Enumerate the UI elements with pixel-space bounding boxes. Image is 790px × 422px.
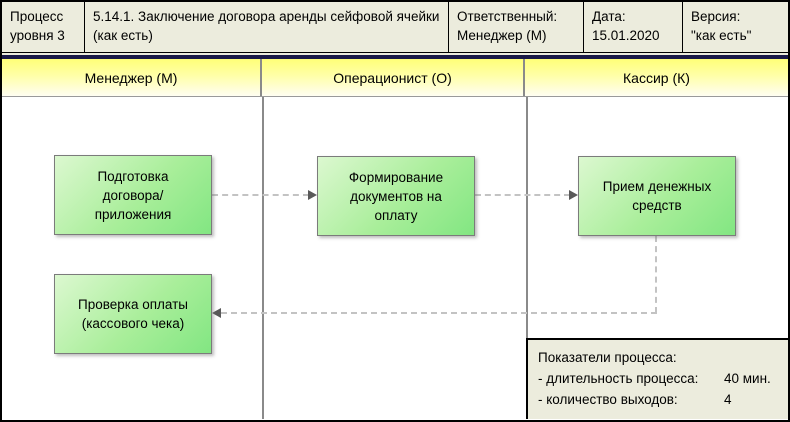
- process-node-payment-documents[interactable]: Формирование документов на оплату: [317, 156, 475, 236]
- connector-node3-node4-vertical: [655, 236, 657, 313]
- lane-divider: [526, 97, 528, 419]
- version-cell: Версия: "как есть": [683, 2, 788, 52]
- indicator-value: 40 мин.: [724, 371, 771, 386]
- version-value: "как есть": [691, 28, 752, 43]
- process-node-label: Формирование документов на оплату: [348, 169, 444, 223]
- swimlane-header-manager: Менеджер (М): [2, 59, 262, 96]
- swimlane-body: Подготовка договора/ приложения Формиров…: [2, 97, 788, 419]
- connector-node1-node2: [212, 194, 309, 196]
- separator-light: [2, 53, 788, 55]
- process-title: 5.14.1. Заключение договора аренды сейфо…: [93, 9, 440, 43]
- date-value: 15.01.2020: [592, 28, 660, 43]
- indicator-label: - длительность процесса:: [538, 371, 699, 386]
- separator-bar: [2, 55, 788, 59]
- responsible-value: Менеджер (М): [457, 28, 547, 43]
- title-block: Процесс уровня 3 5.14.1. Заключение дого…: [2, 2, 788, 53]
- process-node-label: Проверка оплаты (кассового чека): [77, 297, 188, 331]
- indicator-row-outputs: - количество выходов: 4: [538, 389, 778, 410]
- swimlane-header-cashier: Кассир (К): [525, 59, 788, 96]
- arrowhead-right-icon: [569, 190, 578, 200]
- swimlane-label: Операционист (О): [333, 69, 452, 86]
- process-indicators-panel: Показатели процесса: - длительность проц…: [526, 338, 788, 419]
- indicator-label: - количество выходов:: [538, 392, 678, 407]
- responsible-label: Ответственный:: [457, 9, 558, 24]
- process-level-label: Процесс уровня 3: [10, 9, 65, 43]
- process-node-payment-verification[interactable]: Проверка оплаты (кассового чека): [54, 274, 212, 354]
- arrowhead-left-icon: [212, 308, 221, 318]
- process-node-cash-acceptance[interactable]: Прием денежных средств: [578, 156, 736, 236]
- swimlane-label: Кассир (К): [623, 69, 690, 86]
- process-node-label: Подготовка договора/ приложения: [94, 168, 172, 222]
- swimlane-header-row: Менеджер (М) Операционист (О) Кассир (К): [2, 59, 788, 97]
- indicator-row-duration: - длительность процесса: 40 мин.: [538, 368, 778, 389]
- version-label: Версия:: [691, 9, 741, 24]
- lane-divider: [262, 97, 264, 419]
- connector-node2-node3: [475, 194, 570, 196]
- date-cell: Дата: 15.01.2020: [584, 2, 683, 52]
- date-label: Дата:: [592, 9, 626, 24]
- process-node-label: Прием денежных средств: [602, 179, 712, 213]
- arrowhead-right-icon: [308, 190, 317, 200]
- process-title-cell: 5.14.1. Заключение договора аренды сейфо…: [85, 2, 449, 52]
- process-level-cell: Процесс уровня 3: [2, 2, 85, 52]
- process-node-contract-preparation[interactable]: Подготовка договора/ приложения: [54, 155, 212, 235]
- swimlane-label: Менеджер (М): [84, 69, 178, 86]
- indicators-title: Показатели процесса:: [538, 350, 677, 365]
- connector-node3-node4-horizontal: [221, 312, 657, 314]
- swimlane-header-operationist: Операционист (О): [262, 59, 525, 96]
- indicator-value: 4: [724, 392, 732, 407]
- responsible-cell: Ответственный: Менеджер (М): [449, 2, 584, 52]
